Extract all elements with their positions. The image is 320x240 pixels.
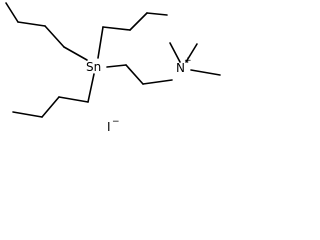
bond [17,21,46,27]
bond [97,26,104,59]
bond [146,12,168,16]
trimethyl-groups [169,42,221,76]
bond [63,46,88,61]
bond [12,111,43,118]
bond [185,43,198,63]
bond [125,64,144,85]
bond [142,79,173,85]
butyl-chain-upper-left [5,2,88,61]
bond [169,42,181,63]
bond [5,2,19,23]
iodide-label: I [107,120,111,134]
bond [87,73,95,103]
butyl-chain-lower-left [12,73,95,118]
propyl-linker [106,64,173,85]
chemical-structure-diagram: Sn N + I − [5,2,221,134]
bond [102,26,131,31]
bond [106,64,127,68]
bond [190,69,221,76]
tin-atom-label: Sn [86,60,101,74]
butyl-chain-upper-right [97,12,168,59]
iodide-charge-label: − [112,117,120,127]
bond [58,96,89,103]
nitrogen-atom-label: N [176,61,185,75]
bond [129,12,148,31]
nitrogen-charge-label: + [184,56,192,66]
bond [41,96,60,118]
bond [44,25,65,48]
